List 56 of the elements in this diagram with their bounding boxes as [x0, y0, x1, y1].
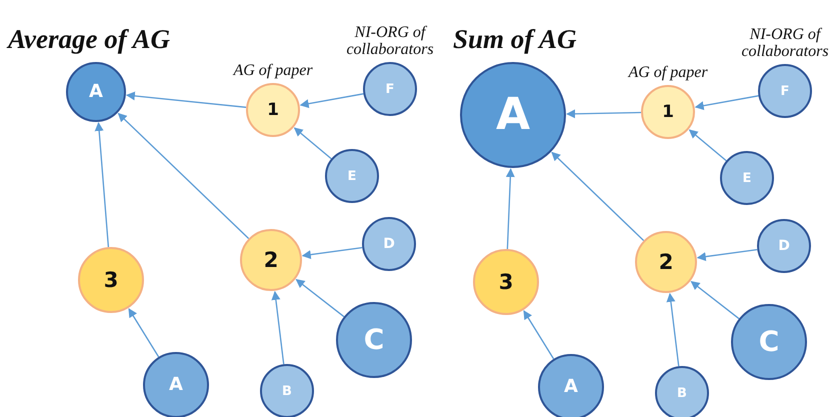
- arrow: [271, 290, 284, 364]
- panel-title: Average of AG: [8, 24, 170, 55]
- node-label: 1: [267, 102, 279, 118]
- node-caption: NI-ORG of collaborators: [740, 26, 830, 60]
- circle-node: [720, 151, 774, 205]
- circle-node: [240, 229, 302, 291]
- node-label: 2: [264, 250, 278, 270]
- circle-node: [325, 149, 379, 203]
- node-label: C: [758, 328, 780, 356]
- node-label: A: [496, 93, 530, 137]
- node-label: E: [348, 170, 356, 182]
- node-label: A: [169, 376, 183, 394]
- arrow: [566, 109, 642, 118]
- arrow: [128, 308, 160, 358]
- node-label: A: [564, 378, 578, 396]
- node-caption: NI-ORG of collaborators: [345, 24, 435, 58]
- node-caption: AG of paper: [232, 62, 314, 79]
- arrow: [294, 127, 332, 160]
- arrow: [551, 152, 644, 241]
- arrow: [666, 292, 680, 366]
- node-label: A: [89, 83, 103, 101]
- circle-node: [246, 83, 300, 137]
- node-label: B: [677, 386, 687, 400]
- arrow: [118, 112, 250, 239]
- arrow: [296, 279, 344, 318]
- node-label: 2: [658, 252, 674, 272]
- circle-node: [260, 364, 314, 417]
- node-label: F: [386, 82, 394, 96]
- arrow: [523, 310, 554, 360]
- arrow: [126, 91, 246, 108]
- arrow: [688, 129, 727, 162]
- node-caption: AG of paper: [626, 64, 709, 81]
- node-label: D: [383, 237, 395, 251]
- arrow: [302, 246, 362, 260]
- circle-node: [757, 219, 811, 273]
- arrow: [300, 93, 364, 108]
- circle-node: [655, 366, 709, 417]
- node-label: C: [364, 326, 384, 354]
- circle-node: [362, 217, 416, 271]
- node-label: B: [282, 384, 292, 398]
- arrow: [94, 122, 110, 248]
- panel-title: Sum of AG: [453, 24, 577, 55]
- arrow: [690, 281, 740, 320]
- node-label: E: [742, 172, 752, 184]
- circle-node: [363, 62, 417, 116]
- circle-node: [758, 64, 812, 118]
- node-label: D: [778, 239, 790, 253]
- circle-node: [641, 85, 695, 139]
- arrow: [506, 168, 515, 250]
- node-label: 3: [498, 272, 514, 292]
- node-label: 3: [104, 270, 118, 290]
- node-label: 1: [662, 104, 674, 120]
- node-label: F: [780, 84, 790, 98]
- arrow: [694, 95, 759, 110]
- circle-node: [635, 231, 697, 293]
- arrow: [696, 248, 758, 262]
